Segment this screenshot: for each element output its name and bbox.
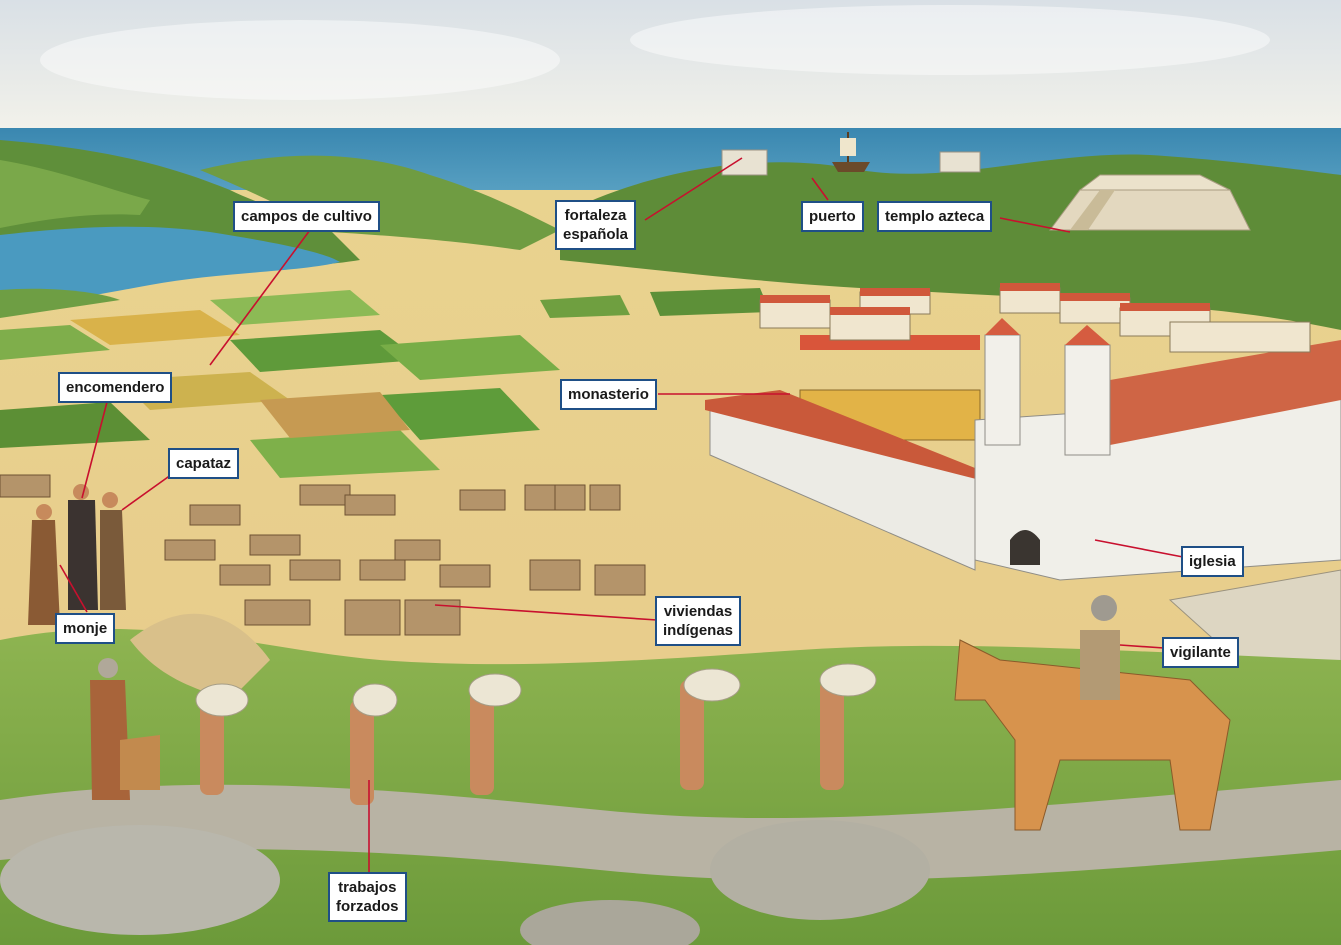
label-text: puerto — [809, 208, 856, 225]
label-text: trabajos — [338, 879, 397, 896]
label-text: española — [563, 226, 629, 243]
label-text: fortaleza — [564, 207, 627, 224]
label-monje: monje — [55, 613, 116, 644]
horse-and-rider — [954, 595, 1231, 831]
fortress — [721, 149, 768, 176]
label-monasterio: monasterio — [560, 379, 657, 410]
ship — [832, 132, 870, 172]
label-text: forzados — [336, 898, 399, 915]
label-capataz: capataz — [168, 448, 240, 479]
aztec-temple — [1049, 174, 1251, 231]
label-text: monje — [63, 620, 108, 637]
label-text: capataz — [176, 455, 232, 472]
label-text: indígenas — [663, 622, 734, 639]
label-viviendas-indigenas: viviendas indígenas — [655, 596, 742, 646]
label-puerto: puerto — [801, 201, 864, 232]
inlet — [0, 226, 340, 310]
label-encomendero: encomendero — [58, 372, 173, 403]
church — [974, 318, 1341, 581]
label-text: templo azteca — [885, 208, 985, 225]
monastery — [705, 335, 981, 571]
sky — [0, 0, 1341, 135]
label-text: vigilante — [1170, 644, 1231, 661]
label-fortaleza-espanola: fortaleza española — [555, 200, 637, 250]
label-templo-azteca: templo azteca — [877, 201, 993, 232]
label-text: monasterio — [568, 386, 649, 403]
loads — [195, 663, 877, 717]
label-trabajos-forzados: trabajos forzados — [328, 872, 407, 922]
label-vigilante: vigilante — [1162, 637, 1239, 668]
label-text: encomendero — [66, 379, 165, 396]
label-iglesia: iglesia — [1181, 546, 1244, 577]
label-text: viviendas — [663, 603, 733, 620]
laborers — [200, 680, 844, 805]
label-campos-de-cultivo: campos de cultivo — [233, 201, 380, 232]
label-text: iglesia — [1189, 553, 1236, 570]
stone-path — [0, 780, 1341, 881]
leader-lines — [59, 157, 1184, 872]
group-of-figures — [28, 484, 126, 625]
label-text: campos de cultivo — [241, 208, 372, 225]
soldier — [90, 658, 160, 800]
